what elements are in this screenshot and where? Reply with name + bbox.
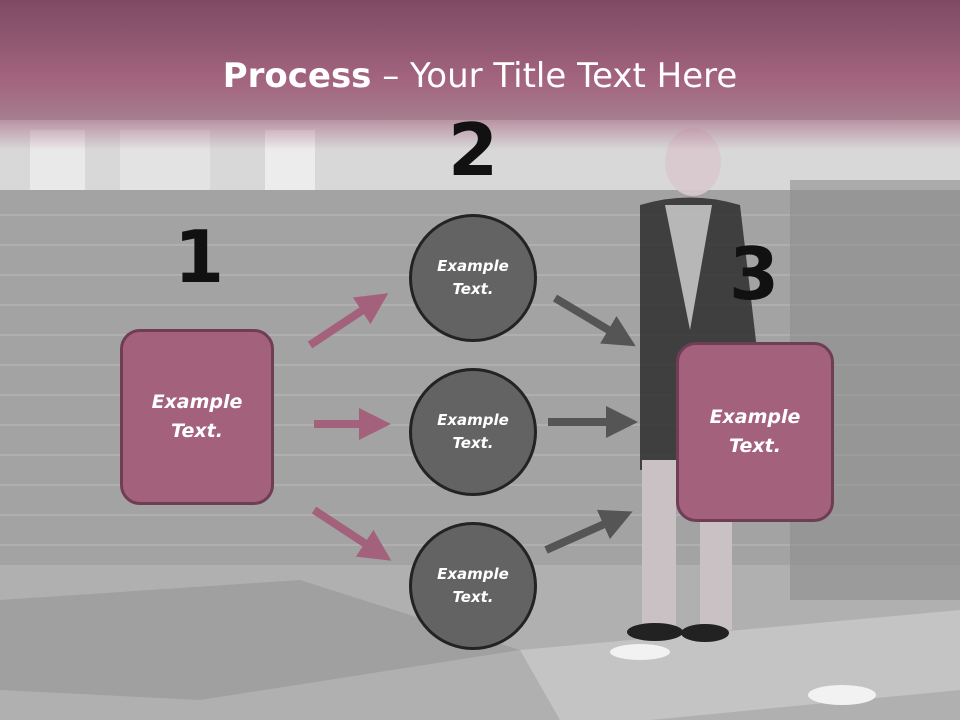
circle-middle-line1: Example	[437, 411, 509, 429]
right-box-line2: Text.	[729, 435, 781, 457]
step-number-1: 1	[173, 215, 225, 299]
arrow-left-to-top	[307, 293, 389, 349]
arrow-bottom-to-right	[544, 509, 633, 554]
title-banner	[0, 0, 960, 150]
circle-top-line2: Text.	[452, 280, 494, 298]
circle-bottom-line1: Example	[437, 565, 509, 583]
slide-title: Process – Your Title Text Here	[0, 54, 960, 98]
left-box-line2: Text.	[171, 420, 223, 442]
left-box-line1: Example	[151, 391, 243, 413]
circle-middle-line2: Text.	[452, 434, 494, 452]
circle-top-line1: Example	[437, 257, 509, 275]
step-number-3: 3	[728, 232, 780, 316]
circle-bottom-line2: Text.	[452, 588, 494, 606]
arrow-left-to-bottom	[311, 506, 392, 561]
arrow-top-to-right	[552, 294, 636, 347]
step-number-2: 2	[447, 108, 499, 192]
title-rest: – Your Title Text Here	[371, 56, 738, 96]
title-bold: Process	[222, 56, 372, 96]
right-box-line1: Example	[709, 406, 801, 428]
